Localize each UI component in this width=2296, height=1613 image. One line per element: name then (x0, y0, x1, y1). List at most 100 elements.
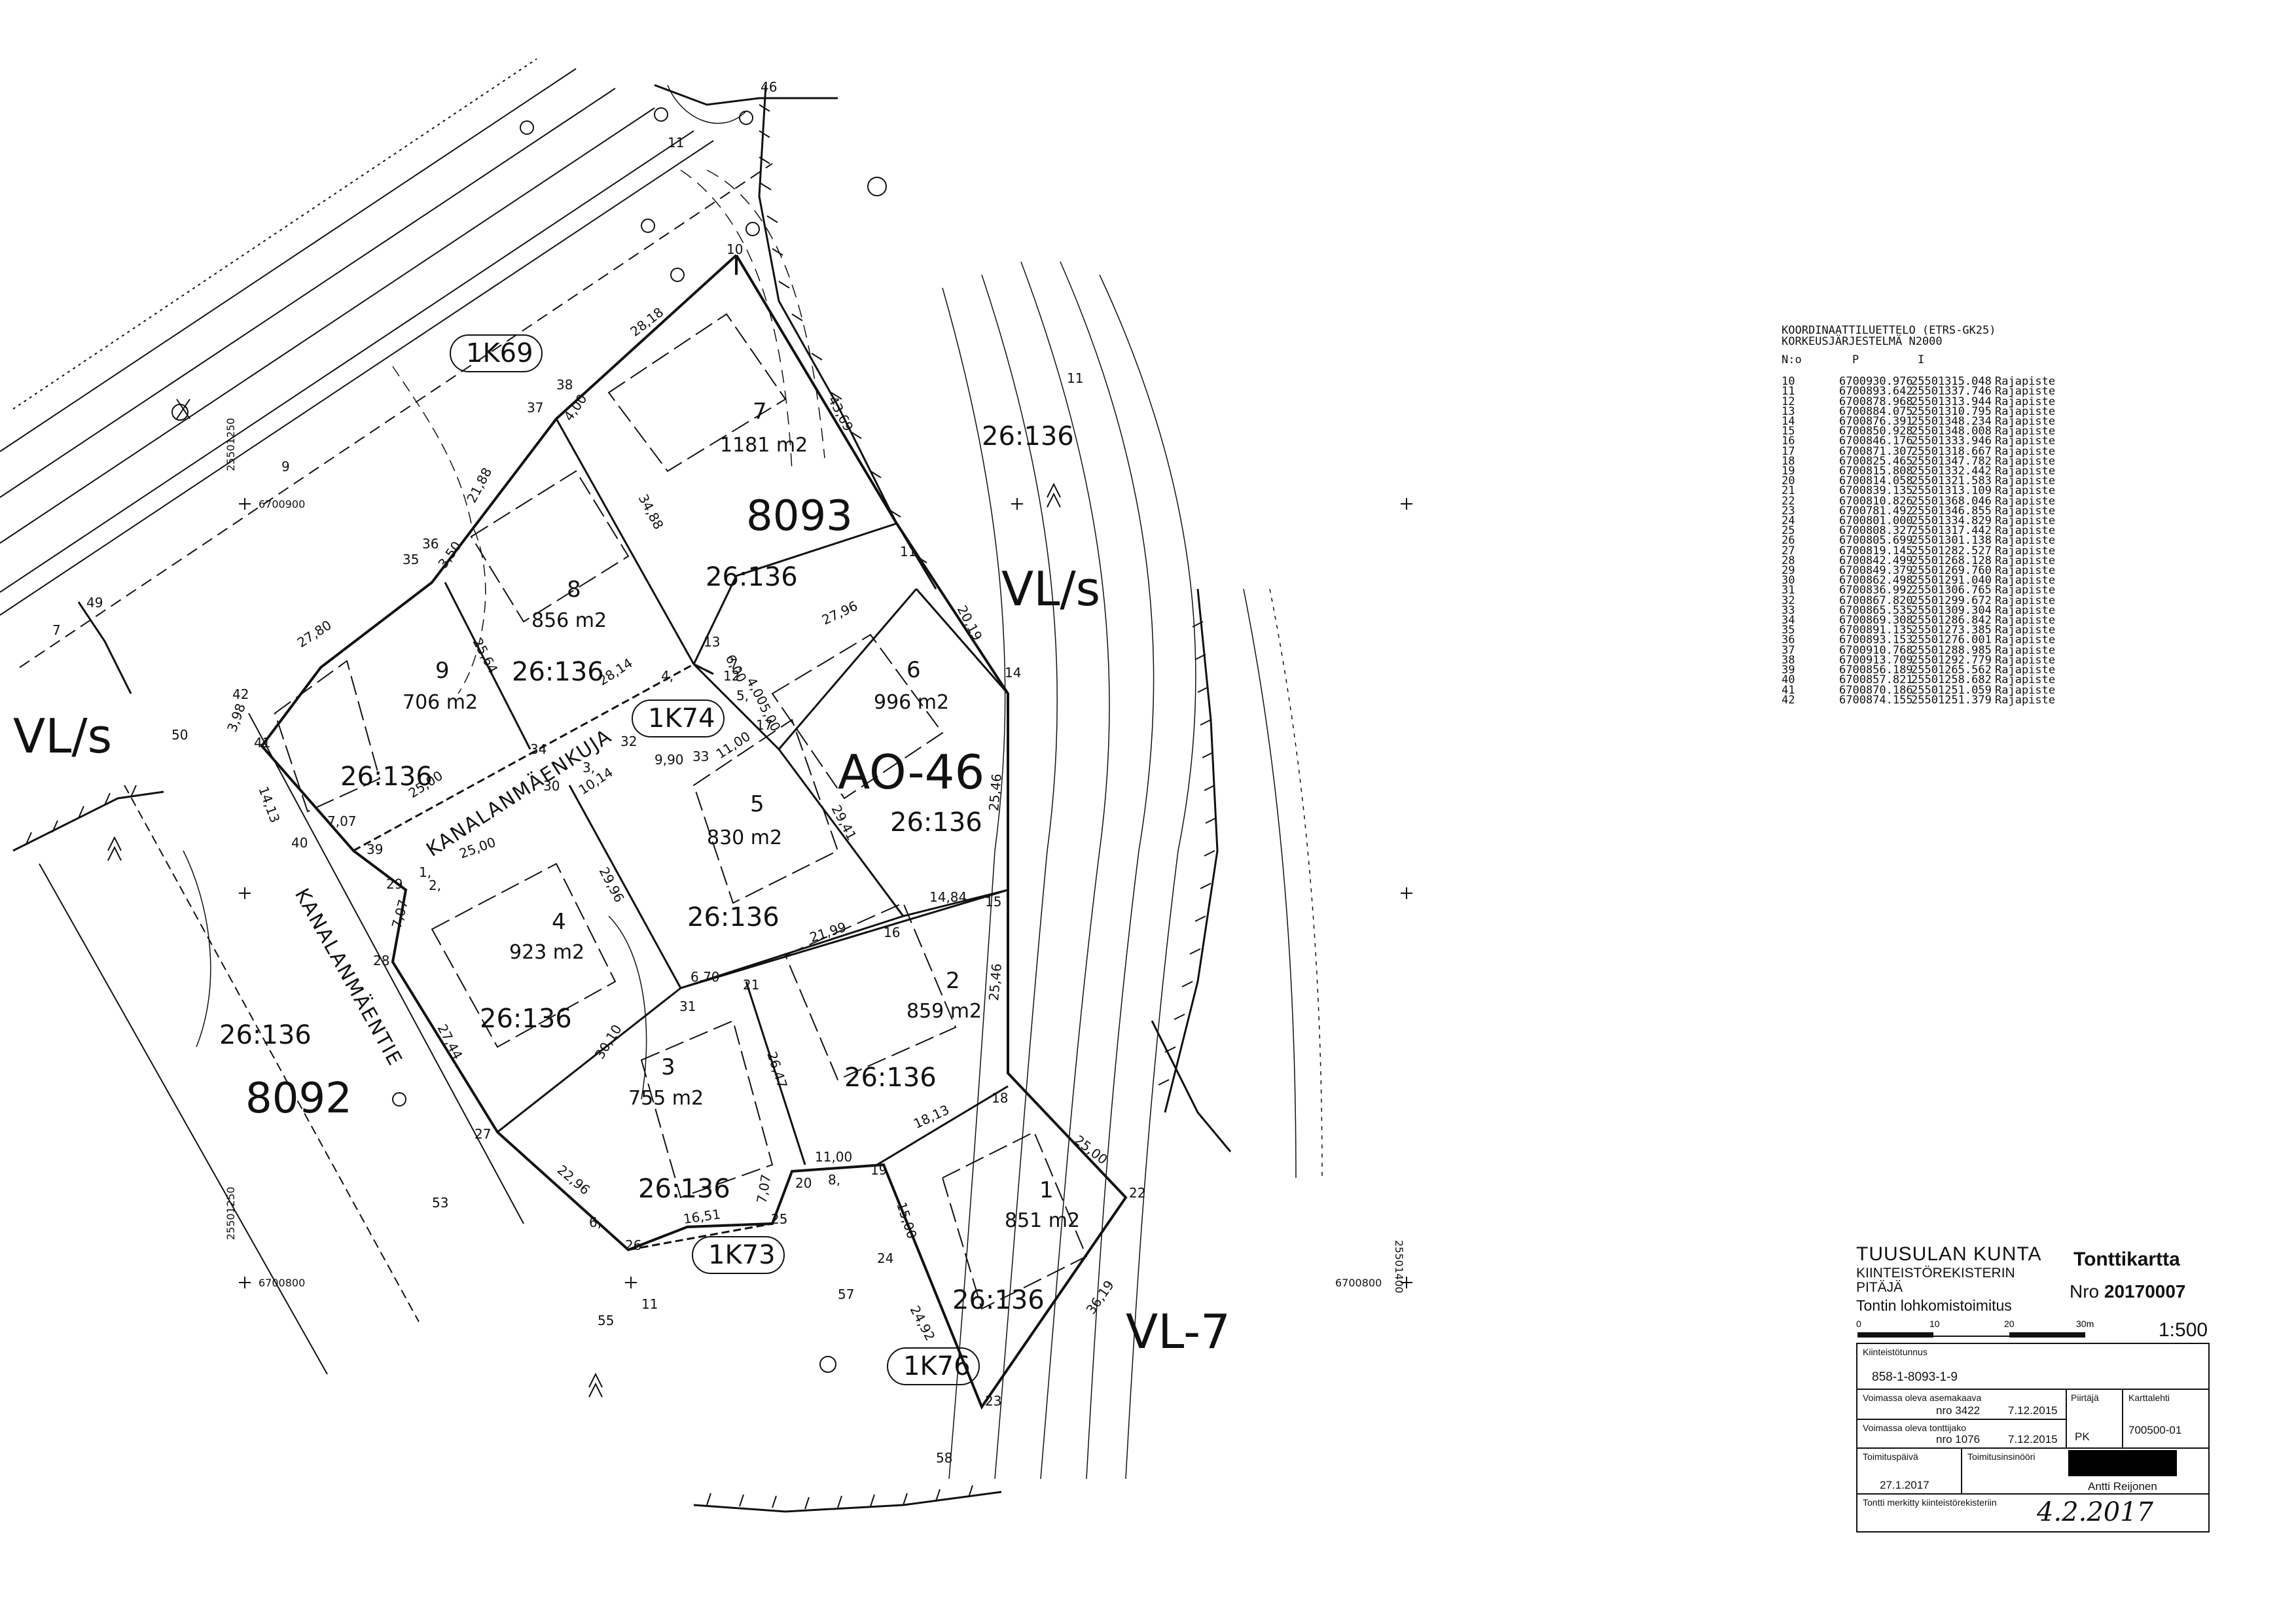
dimension: 14,13 (255, 785, 283, 825)
point-type: Rajapiste (1995, 614, 2056, 628)
point-type: Rajapiste (1995, 574, 2056, 588)
date-label: Toimituspäivä (1863, 1451, 1918, 1462)
point-number: 28 (373, 953, 389, 968)
coordinate-i: 25501265.562 (1911, 664, 1992, 677)
point-id: 38 (1782, 653, 1795, 667)
coordinate-i: 25501310.795 (1911, 404, 1992, 418)
coordinate-i: 25501315.048 (1911, 375, 1992, 389)
point-type: Rajapiste (1995, 624, 2056, 637)
parcel-area: 856 m2 (531, 609, 607, 632)
point-id: 21 (1782, 484, 1795, 498)
dimension: 25,64 (470, 635, 501, 676)
coordinate-i: 25501347.782 (1911, 454, 1992, 468)
dimension: 36,19 (1083, 1277, 1117, 1317)
easement-frame-1k73 (692, 1236, 785, 1274)
point-number: 49 (86, 595, 103, 611)
parcel-area: 706 m2 (403, 691, 478, 714)
coordinate-i: 25501309.304 (1911, 603, 1992, 617)
coordinate-p: 6700874.155 (1839, 693, 1913, 707)
parcel-number: 6 (906, 657, 921, 683)
scale-tick: 30m (2076, 1319, 2094, 1329)
building-areas (274, 313, 1088, 1310)
registry-unit: 26:136 (844, 1063, 937, 1093)
point-id: 40 (1782, 673, 1795, 687)
scale-tick: 10 (1929, 1319, 1940, 1329)
col-header-no: N:o (1782, 353, 1802, 366)
parcel-number: 5 (750, 791, 764, 817)
point-id: 26 (1782, 534, 1795, 548)
point-id: 33 (1782, 603, 1795, 617)
point-number: 41 (254, 735, 270, 751)
registered-date: 4.2.2017 (2037, 1497, 2154, 1527)
coordinate-i: 25501291.040 (1911, 574, 1992, 588)
coordinate-p: 6700846.176 (1839, 434, 1913, 448)
dimension: 22,96 (554, 1161, 593, 1197)
point-id: 23 (1782, 504, 1795, 518)
terrain-contours (183, 84, 1323, 1480)
dimension: 6,70 (691, 969, 720, 985)
point-type: Rajapiste (1995, 653, 2056, 667)
document-number-label: Nro (2070, 1281, 2100, 1302)
coordinate-p: 6700891.135 (1839, 624, 1913, 637)
parcel-number: 1 (1039, 1177, 1054, 1203)
dimension: 4, (661, 668, 673, 684)
dimension: 4,00 (560, 391, 590, 424)
point-type: Rajapiste (1995, 395, 2056, 408)
point-id: 16 (1782, 434, 1795, 448)
point-number: 12 (723, 668, 740, 684)
dimension: 28,18 (627, 304, 666, 340)
registry-unit-labels: 26:136 26:136 26:136 26:136 26:136 26:13… (219, 421, 1074, 1315)
dimension: 16,51 (682, 1206, 721, 1227)
zone-label-vl-7: VL-7 (1126, 1304, 1230, 1359)
point-number: 38 (556, 377, 573, 393)
procedure-name: Tontin lohkomistoimitus (1856, 1297, 2012, 1314)
easement-frame-1k69 (450, 334, 543, 372)
coordinate-list-title: KOORDINAATTILUETTELO (ETRS-GK25) (1782, 324, 1996, 337)
point-number: 27 (475, 1126, 491, 1142)
dimension: 10,14 (576, 764, 616, 798)
point-number: 57 (838, 1286, 854, 1302)
point-type: Rajapiste (1995, 484, 2056, 498)
point-type: Rajapiste (1995, 554, 2056, 567)
coordinate-i: 25501301.138 (1911, 534, 1992, 548)
grid-label-n: 6700900 (259, 498, 305, 510)
drawer-value: PK (2075, 1430, 2090, 1443)
point-number: 11 (641, 1296, 658, 1312)
dimension: 14,84 (929, 889, 967, 905)
easement-label-1k74: 1K74 (648, 703, 715, 734)
coordinate-i: 25501286.842 (1911, 614, 1992, 628)
coordinate-p: 6700814.058 (1839, 474, 1913, 488)
parcel-number: 8 (567, 576, 581, 603)
point-type: Rajapiste (1995, 544, 2056, 558)
dimension: 25,46 (986, 773, 1005, 811)
point-id: 15 (1782, 425, 1795, 438)
point-type: Rajapiste (1995, 494, 2056, 508)
point-number: 18 (992, 1090, 1008, 1106)
coordinate-p: 6700857.821 (1839, 673, 1913, 687)
division-value: nro 1076 (1936, 1433, 1981, 1445)
dimension: 1, (419, 864, 431, 880)
parcel-area: 923 m2 (509, 941, 584, 964)
point-type: Rajapiste (1995, 683, 2056, 697)
grid-coordinate-labels: 25501250 25501250 25501400 6700900 67008… (224, 418, 1405, 1294)
point-type: Rajapiste (1995, 474, 2056, 488)
point-id: 39 (1782, 664, 1795, 677)
easement-label-1k69: 1K69 (466, 338, 533, 368)
point-type: Rajapiste (1995, 425, 2056, 438)
coordinate-p: 6700862.498 (1839, 574, 1913, 588)
coordinate-i: 25501306.765 (1911, 584, 1992, 597)
point-id: 17 (1782, 444, 1795, 458)
